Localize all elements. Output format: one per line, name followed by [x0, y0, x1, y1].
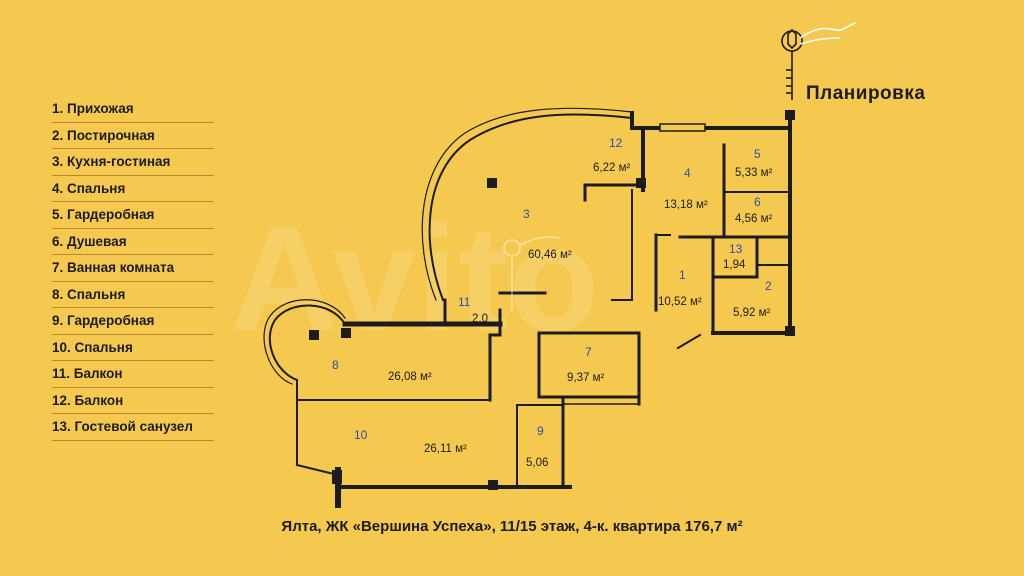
legend-item: 2. Постирочная [52, 123, 214, 149]
room-9-number: 9 [537, 424, 544, 438]
watermark: Avito [230, 194, 599, 362]
key-logo [781, 22, 857, 100]
legend-item: 1. Прихожая [52, 96, 214, 123]
room-10-number: 10 [354, 428, 368, 442]
room-13-area: 1,94 [723, 259, 746, 271]
room-11-area: 2,0 [472, 313, 488, 325]
legend-item: 5. Гардеробная [52, 202, 214, 229]
room-3-number: 3 [523, 207, 530, 221]
legend-item: 12. Балкон [52, 388, 214, 414]
room-6-number: 6 [754, 195, 761, 209]
page-title: Планировка [806, 83, 926, 104]
room-12-area: 6,22 м² [593, 162, 630, 174]
room-2-area: 5,92 м² [733, 307, 770, 319]
structural-columns [309, 110, 795, 490]
legend-item: 11. Балкон [52, 361, 214, 388]
apartment-caption: Ялта, ЖК «Вершина Успеха», 11/15 этаж, 4… [281, 518, 743, 535]
legend-item: 3. Кухня-гостиная [52, 149, 214, 176]
room-legend: 1. Прихожая 2. Постирочная 3. Кухня-гост… [52, 96, 214, 441]
key-watermark [503, 236, 561, 310]
room-5-number: 5 [754, 147, 761, 161]
room-4-number: 4 [684, 166, 691, 180]
legend-item: 8. Спальня [52, 282, 214, 308]
room-8-area: 26,08 м² [388, 371, 432, 383]
room-1-number: 1 [679, 268, 686, 282]
room-11-number: 11 [458, 295, 471, 309]
room-4-area: 13,18 м² [664, 199, 708, 211]
legend-item: 7. Ванная комната [52, 255, 214, 282]
legend-item: 13. Гостевой санузел [52, 414, 214, 441]
room-labels: 12 6,22 м² 4 13,18 м² 5 5,33 м² 6 4,56 м… [332, 136, 772, 469]
legend-item: 10. Спальня [52, 335, 214, 361]
room-13-number: 13 [729, 242, 743, 256]
room-6-area: 4,56 м² [735, 213, 772, 225]
room-12-number: 12 [609, 136, 623, 150]
legend-item: 4. Спальня [52, 176, 214, 202]
room-9-area: 5,06 [526, 457, 548, 469]
room-2-number: 2 [765, 279, 772, 293]
room-8-number: 8 [332, 358, 339, 372]
legend-item: 6. Душевая [52, 229, 214, 255]
room-5-area: 5,33 м² [735, 167, 772, 179]
room-7-area: 9,37 м² [567, 372, 604, 384]
room-1-area: 10,52 м² [658, 296, 702, 308]
legend-item: 9. Гардеробная [52, 308, 214, 335]
room-10-area: 26,11 м² [424, 443, 467, 455]
room-7-number: 7 [585, 345, 592, 359]
room-3-area: 60,46 м² [528, 249, 572, 261]
